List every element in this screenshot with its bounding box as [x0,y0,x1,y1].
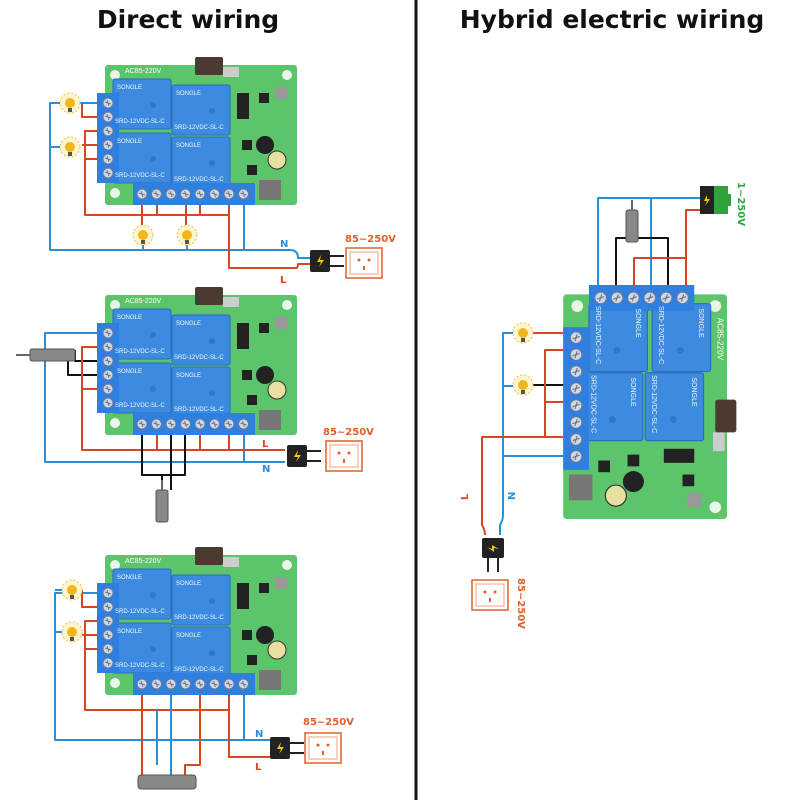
relay-brand-label: SONGLE [176,633,201,639]
bulb-icon [512,374,534,396]
relay-brand-label: SONGLE [117,629,142,635]
relay-model-label: SRD-12VDC-SL-C [115,663,165,669]
neutral-label: N [280,239,288,250]
socket-icon [325,440,363,472]
motor-icon [155,479,169,523]
bulb-icon [61,579,83,601]
bulb-icon [512,322,534,344]
relay-model-label: SRD-12VDC-SL-C [115,119,165,125]
motor-shaft [16,354,30,356]
relay-model-label: SRD-12VDC-SL-C [650,375,657,433]
plug-icon [269,736,305,760]
bulb-icon [59,136,81,158]
relay-model-label: SRD-12VDC-SL-C [174,355,224,361]
left-title: Direct wiring [97,5,279,34]
mains-voltage: 85~250V [323,427,374,438]
bulb-icon [132,224,154,246]
relay-model-label: SRD-12VDC-SL-C [115,609,165,615]
neutral-label: N [255,729,263,740]
live-label: L [460,493,471,500]
socket-icon [345,247,383,279]
relay-brand-label: SONGLE [697,308,704,338]
motor-icon [137,774,197,790]
relay-brand-label: SONGLE [176,143,201,149]
live-label: L [262,439,269,450]
mains-voltage: 85~250V [345,234,396,245]
socket-icon [304,732,342,764]
neutral-label: N [262,464,270,475]
relay-brand-label: SONGLE [176,91,201,97]
relay-board-2-labels: AC85-220V SONGLE SRD-12VDC-SL-C SONGLE S… [115,298,224,413]
neutral-label: N [507,492,518,500]
relay-model-label: SRD-12VDC-SL-C [174,407,224,413]
mains-voltage: 85~250V [303,717,354,728]
bulb-icon [61,621,83,643]
plug-icon [286,444,322,468]
battery-voltage: 1~250V [735,182,746,226]
hybrid-relay-board: AC85-220V SONGLE SRD-12VDC-SL-C SONGLE S… [563,285,736,519]
board-voltage-label: AC85-220V [125,68,162,75]
relay-brand-label: SONGLE [117,369,142,375]
relay-model-label: SRD-12VDC-SL-C [657,306,664,364]
relay-brand-label: SONGLE [634,308,641,338]
motor-icon [625,199,639,243]
board-voltage-label: AC85-220V [716,318,725,361]
plug-icon [309,249,345,273]
relay-model-label: SRD-12VDC-SL-C [174,177,224,183]
live-label: L [280,275,287,286]
relay-brand-label: SONGLE [176,321,201,327]
relay-model-label: SRD-12VDC-SL-C [174,615,224,621]
right-title: Hybrid electric wiring [460,5,765,34]
relay-brand-label: SONGLE [117,315,142,321]
socket-icon [471,579,509,611]
relay-model-label: SRD-12VDC-SL-C [115,349,165,355]
relay-brand-label: SONGLE [117,139,142,145]
relay-model-label: SRD-12VDC-SL-C [174,125,224,131]
relay-brand-label: SONGLE [690,377,697,407]
hybrid-wires [481,197,705,536]
relay-model-label: SRD-12VDC-SL-C [115,173,165,179]
relay-brand-label: SONGLE [629,377,636,407]
bulb-icon [176,224,198,246]
relay-brand-label: SONGLE [176,373,201,379]
relay-board-3-labels: AC85-220V SONGLE SRD-12VDC-SL-C SONGLE S… [115,558,224,673]
relay-model-label: SRD-12VDC-SL-C [115,403,165,409]
board-voltage-label: AC85-220V [125,298,162,305]
relay-brand-label: SONGLE [117,575,142,581]
board-voltage-label: AC85-220V [125,558,162,565]
live-label: L [255,762,262,773]
relay-model-label: SRD-12VDC-SL-C [589,375,596,433]
mains-voltage: 85~250V [515,578,526,629]
relay-model-label: SRD-12VDC-SL-C [594,306,601,364]
battery-icon [700,186,731,214]
bulb-icon [59,92,81,114]
plug-icon [481,537,505,573]
relay-model-label: SRD-12VDC-SL-C [174,667,224,673]
relay-board-1-labels: AC85-220V SONGLE SRD-12VDC-SL-C SONGLE S… [115,68,224,183]
relay-brand-label: SONGLE [117,85,142,91]
relay-brand-label: SONGLE [176,581,201,587]
motor-icon [29,348,76,362]
